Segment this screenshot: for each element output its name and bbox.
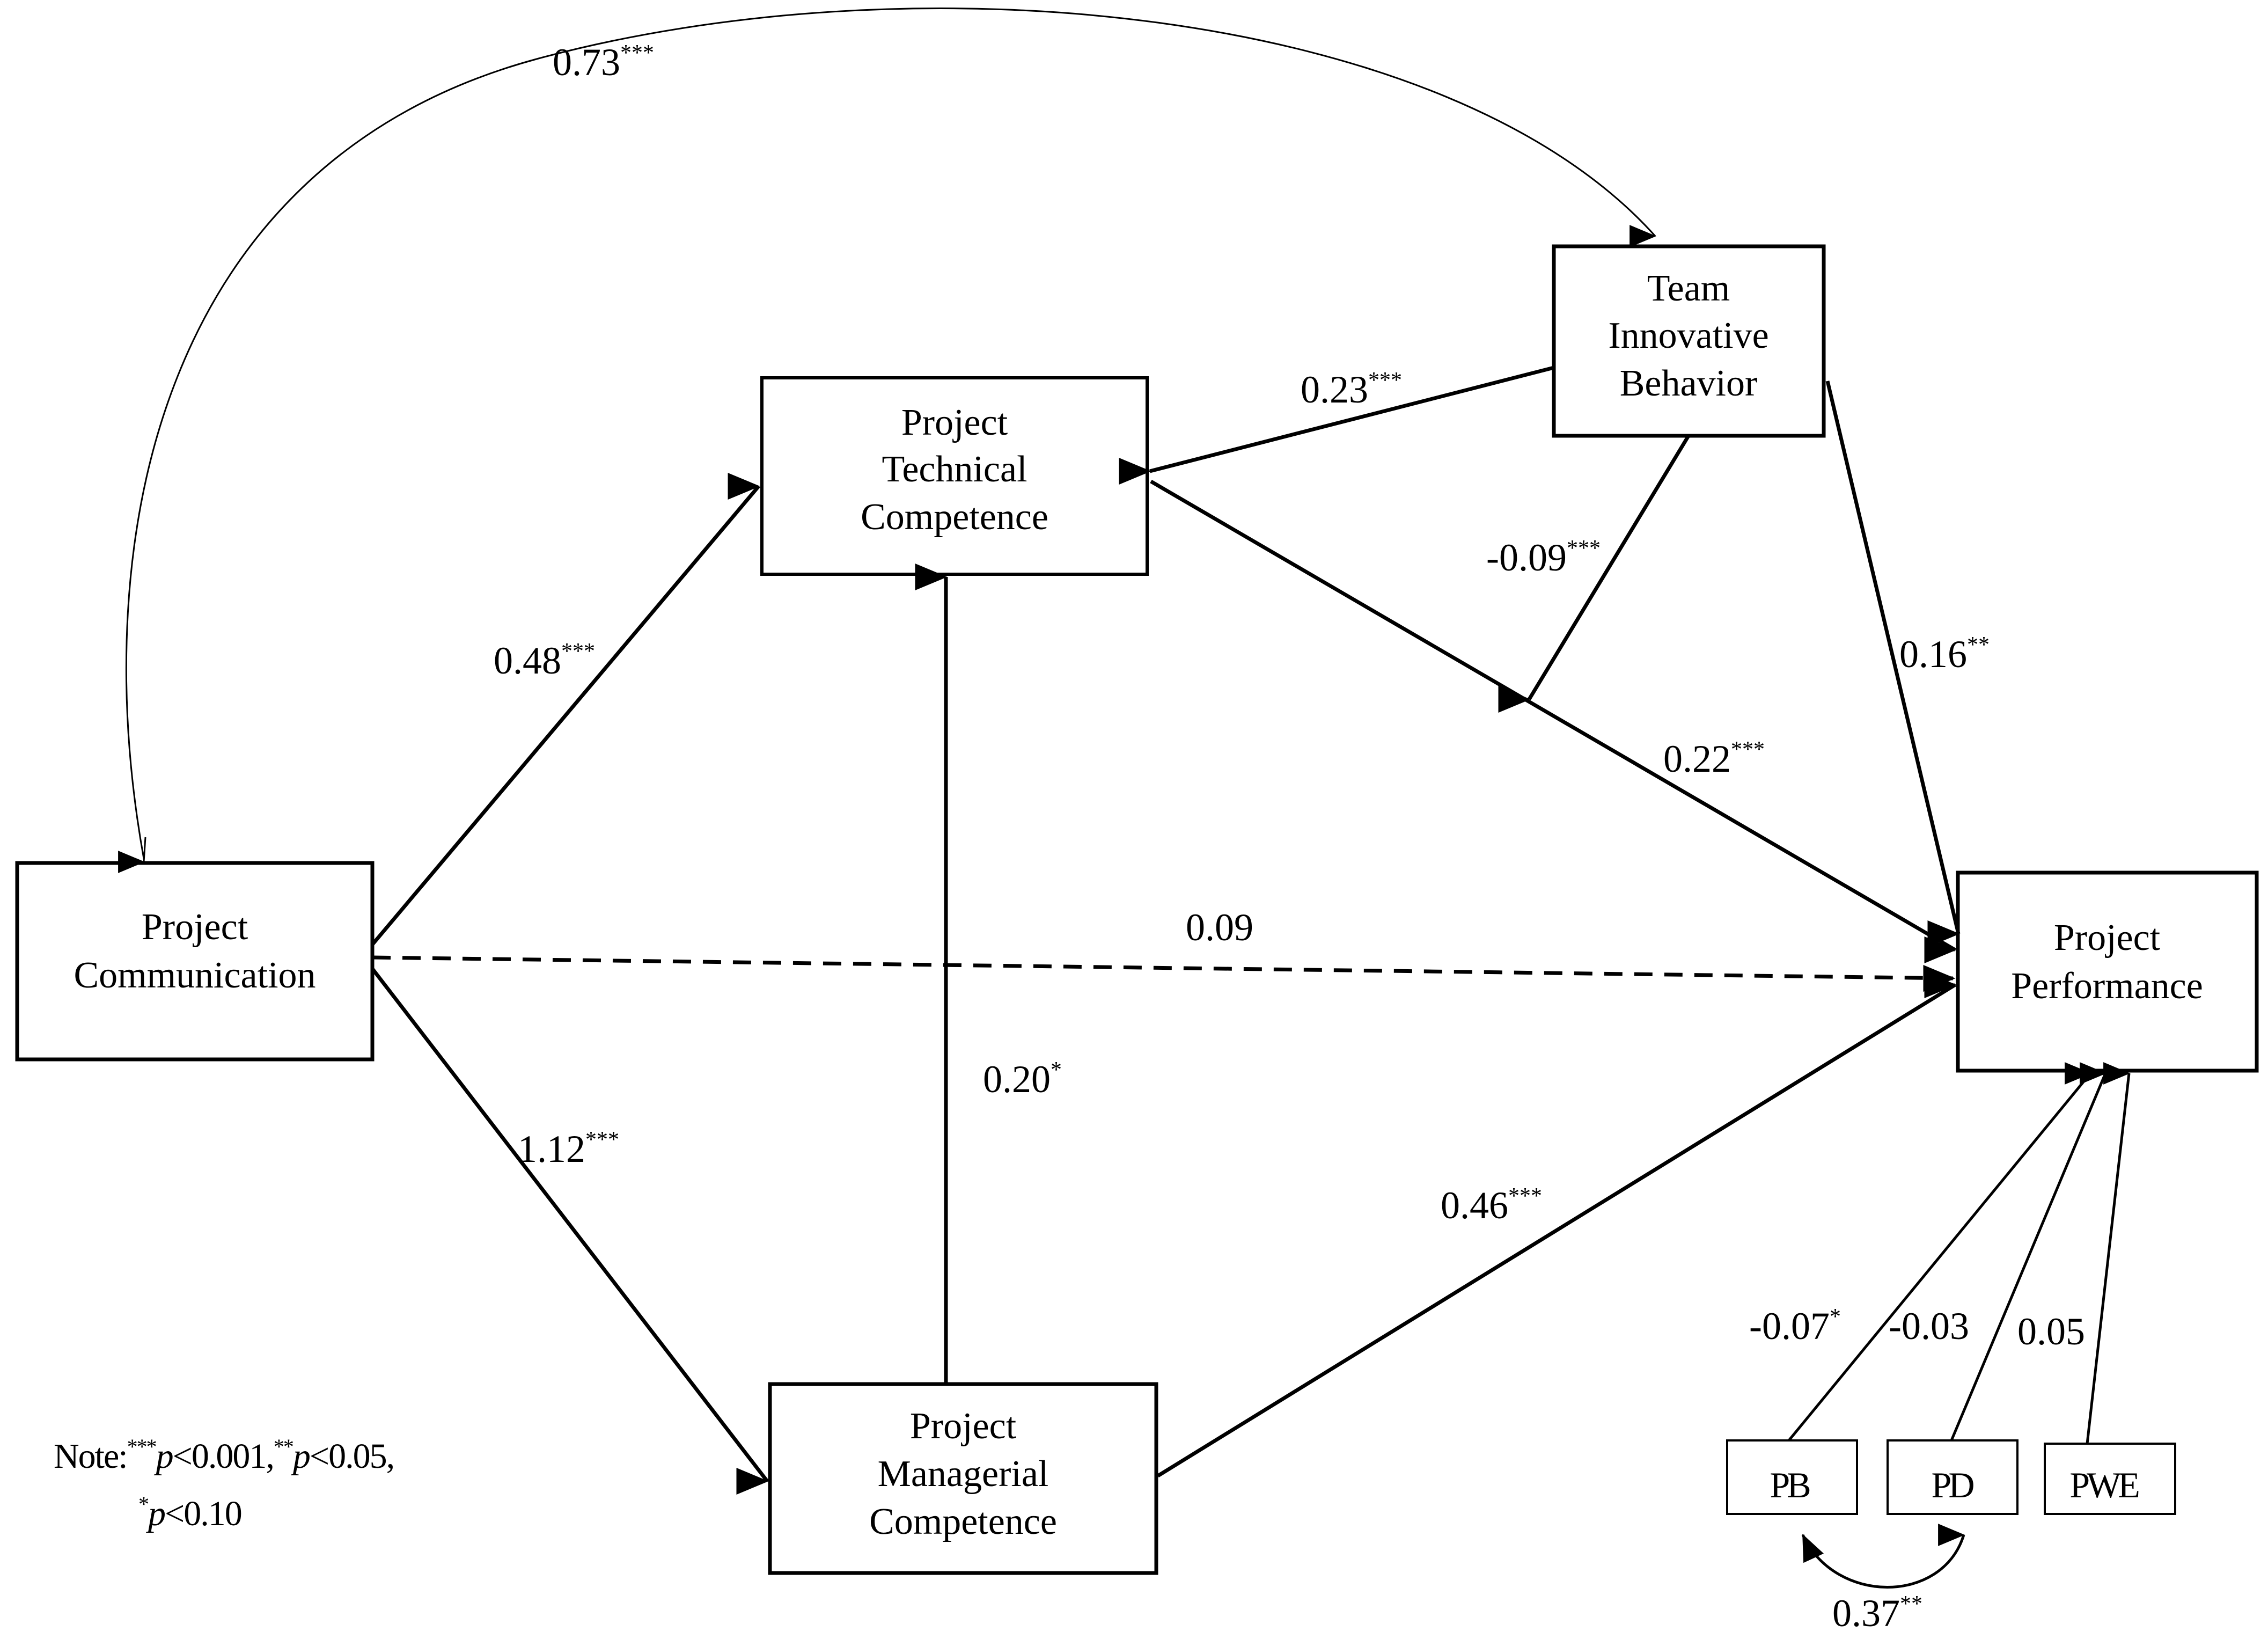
box-label: PWE — [2069, 1465, 2139, 1505]
arrow-mgr-to-perf — [1157, 971, 1957, 1477]
box-label-line: Competence — [869, 1501, 1057, 1542]
coef-mgr-perf: 0.46*** — [1441, 1184, 1542, 1227]
coef-pwe-perf: 0.05 — [2017, 1310, 2085, 1353]
arrow-tech-to-perf — [1150, 479, 1957, 963]
box-project-managerial-competence: Project Managerial Competence — [768, 1382, 1158, 1575]
box-label-line: Team — [1647, 268, 1730, 309]
arrow-tib-to-perf — [1825, 381, 1961, 947]
arrow-pb-pd-covariance — [1801, 1524, 1965, 1589]
box-label-line: Project — [910, 1406, 1017, 1447]
box-project-performance: Project Performance — [1956, 870, 2259, 1073]
arrow-comm-tib-start-head — [118, 837, 146, 873]
box-label-line: Behavior — [1620, 363, 1758, 404]
box-label-line: Communication — [74, 955, 315, 996]
coef-comm-tib: 0.73*** — [553, 41, 654, 84]
box-label-line: Competence — [861, 496, 1048, 538]
box-label-line: Project — [901, 402, 1008, 443]
box-label-line: Managerial — [878, 1453, 1049, 1495]
coef-comm-tech: 0.48*** — [494, 639, 595, 682]
coef-tib-perf: 0.16** — [1899, 633, 1990, 676]
box-pd: PD — [1887, 1439, 2019, 1515]
arrow-comm-tib-covariance — [125, 8, 1657, 859]
coef-comm-perf: 0.09 — [1186, 906, 1253, 949]
arrow-comm-to-tech — [371, 473, 760, 946]
box-label-line: Technical — [882, 449, 1027, 490]
coef-tech-perf: 0.22*** — [1663, 737, 1765, 780]
box-label: PD — [1932, 1465, 1974, 1505]
box-label-line: Innovative — [1608, 315, 1768, 356]
arrow-comm-to-mgr — [371, 967, 769, 1495]
box-pb: PB — [1726, 1439, 1858, 1515]
coef-pb-pd: 0.37** — [1832, 1592, 1922, 1635]
box-label-line: Performance — [2011, 965, 2203, 1007]
coef-comm-mgr: 1.12*** — [518, 1128, 619, 1170]
box-pwe: PWE — [2044, 1443, 2176, 1515]
coef-mgr-tech: 0.20* — [983, 1058, 1062, 1101]
arrow-tib-to-tech — [1119, 365, 1554, 485]
note-line-2: *p<0.10 — [138, 1492, 241, 1533]
box-team-innovative-behavior: Team Innovative Behavior — [1552, 244, 1826, 438]
box-label-line: Project — [2054, 917, 2161, 958]
coef-pd-perf: -0.03 — [1889, 1305, 1969, 1348]
arrow-tib-moderation — [1498, 435, 1690, 713]
box-project-technical-competence: Project Technical Competence — [760, 376, 1149, 576]
box-label-line: Project — [142, 906, 248, 948]
arrow-pb-to-perf — [1788, 1062, 2092, 1442]
significance-note: Note:***p<0.001,**p<0.05, *p<0.10 — [54, 1435, 395, 1533]
arrow-comm-to-perf — [372, 955, 1956, 992]
box-project-communication: Project Communication — [15, 861, 375, 1062]
arrow-pd-to-perf — [1950, 1062, 2107, 1441]
arrow-pwe-to-perf — [2086, 1062, 2131, 1444]
note-line-1: Note:***p<0.001,**p<0.05, — [54, 1435, 394, 1476]
box-label: PB — [1770, 1465, 1810, 1505]
coef-tib-moderation: -0.09*** — [1486, 536, 1601, 579]
coef-pb-perf: -0.07* — [1749, 1305, 1841, 1348]
coef-tib-tech: 0.23*** — [1301, 368, 1402, 411]
